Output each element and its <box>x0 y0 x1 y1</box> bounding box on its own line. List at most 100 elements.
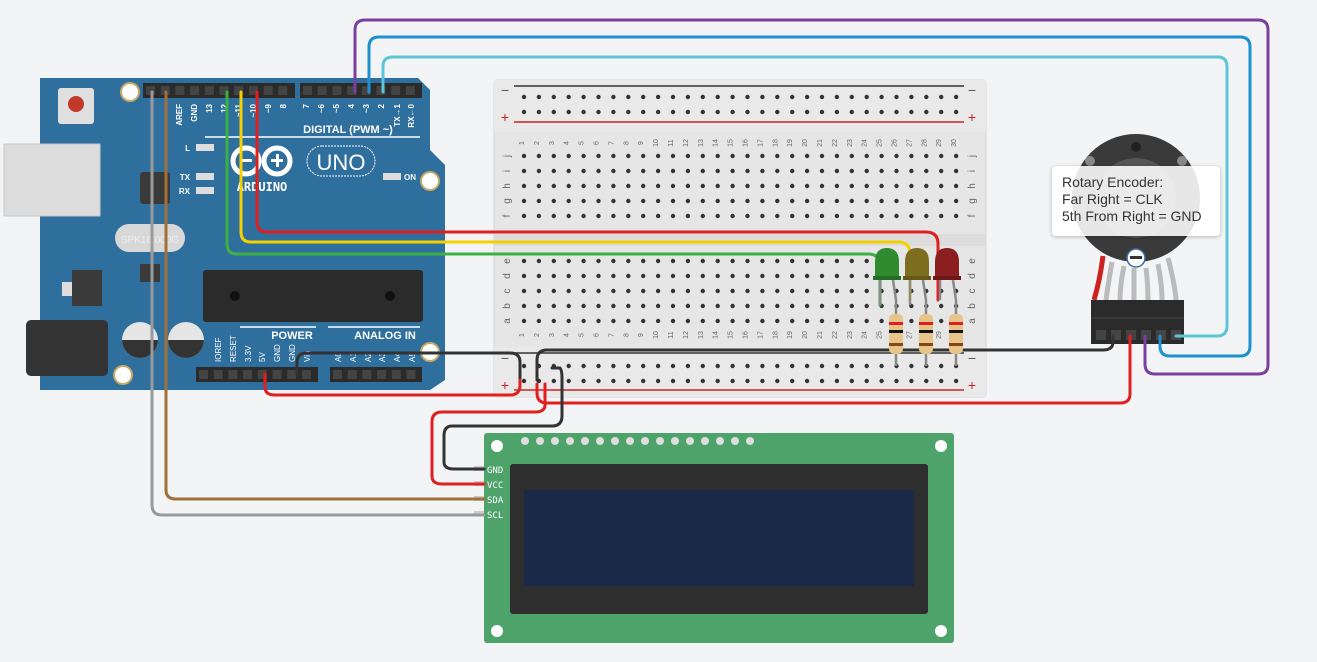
power-label: POWER <box>271 330 313 342</box>
column-label: 16 <box>743 331 750 339</box>
led-rx-label: RX <box>179 187 191 196</box>
wire-red-encoder-vcc[interactable] <box>535 334 1132 405</box>
row-label: i <box>502 170 513 172</box>
rail-label: − <box>968 82 976 98</box>
column-label: 28 <box>921 139 928 147</box>
pin-label: 12 <box>220 103 229 112</box>
wire-blue-pin3[interactable] <box>367 35 1252 358</box>
led-rx <box>196 187 214 194</box>
column-label: 29 <box>936 139 943 147</box>
red-led[interactable] <box>933 248 961 301</box>
pin-label: AREF <box>175 104 184 126</box>
column-label: 11 <box>668 139 675 146</box>
wire-black-lcd-gnd[interactable] <box>442 366 564 471</box>
pin-label: RX←0 <box>407 103 416 127</box>
wire-gray-scl[interactable] <box>150 90 486 517</box>
lcd-pin-sda: SDA <box>487 496 504 506</box>
column-label: 8 <box>623 333 630 337</box>
column-label: 7 <box>608 141 615 145</box>
wire-lightblue-pin2[interactable] <box>381 55 1229 338</box>
column-label: 10 <box>653 331 660 339</box>
wire-black-gnd-arduino[interactable] <box>295 351 522 382</box>
column-label: 17 <box>757 139 764 147</box>
row-label: f <box>502 214 513 217</box>
column-label: 5 <box>579 141 586 145</box>
wire-purple-pin4[interactable] <box>353 18 1270 376</box>
column-label: 24 <box>862 331 869 339</box>
encoder-connector[interactable] <box>1091 300 1184 344</box>
wire-red-5v[interactable] <box>263 372 522 397</box>
column-label: 3 <box>549 141 556 145</box>
column-label: 2 <box>534 333 541 337</box>
pin-label: 5V <box>258 352 267 362</box>
pin-label: GND <box>190 104 199 122</box>
wire-black-encoder-gnd[interactable] <box>535 334 1115 382</box>
column-label: 23 <box>847 331 854 339</box>
yellow-led[interactable] <box>903 248 931 305</box>
column-label: 30 <box>951 139 958 147</box>
row-label: f <box>967 214 978 217</box>
tooltip-line: Far Right = CLK <box>1062 191 1163 207</box>
arduino-logo-text: ARDUINO <box>237 180 288 194</box>
column-label: 19 <box>787 331 794 339</box>
pin-label: GND <box>273 344 282 362</box>
led-l-label: L <box>185 144 190 153</box>
column-label: 21 <box>817 331 824 339</box>
column-label: 16 <box>743 139 750 147</box>
column-label: 12 <box>683 331 690 339</box>
pin-label: ~10 <box>249 103 258 117</box>
column-label: 18 <box>772 331 779 339</box>
rail-label: + <box>501 377 509 393</box>
lcd-screen <box>524 490 914 586</box>
column-label: 3 <box>549 333 556 337</box>
row-label: h <box>967 183 978 189</box>
column-label: 18 <box>772 139 779 147</box>
lcd-pin-vcc: VCC <box>487 481 503 491</box>
wire-red-pin10[interactable] <box>255 90 940 302</box>
column-label: 26 <box>892 139 899 147</box>
wire-red-lcd-vcc[interactable] <box>430 382 547 486</box>
green-led[interactable] <box>873 248 901 305</box>
row-label: g <box>967 198 978 204</box>
wire-yellow-pin11[interactable] <box>239 90 912 302</box>
resistor[interactable] <box>889 300 903 366</box>
column-label: 27 <box>906 331 913 339</box>
pin-label: 7 <box>302 103 311 108</box>
led-tx <box>196 173 214 180</box>
row-label: a <box>967 318 978 324</box>
column-label: 13 <box>698 331 705 339</box>
lcd-pin-scl: SCL <box>487 511 503 521</box>
rail-label: + <box>501 109 509 125</box>
row-label: d <box>502 273 513 279</box>
row-label: i <box>967 170 978 172</box>
row-label: c <box>967 289 978 294</box>
resistor[interactable] <box>919 300 933 366</box>
row-label: b <box>967 303 978 309</box>
pin-label: ~3 <box>362 103 371 113</box>
usb-connector <box>3 143 101 217</box>
column-label: 22 <box>832 331 839 339</box>
uno-label: UNO <box>317 150 366 175</box>
row-label: a <box>502 318 513 324</box>
led-on <box>383 173 401 180</box>
led-tx-label: TX <box>180 173 191 182</box>
wire-brown-sda[interactable] <box>164 90 486 501</box>
led-l <box>196 144 214 151</box>
resistor[interactable] <box>949 300 963 366</box>
pin-label: RESET <box>229 335 238 362</box>
column-label: 25 <box>877 331 884 339</box>
pin-label: TX→1 <box>393 103 402 126</box>
column-label: 10 <box>653 139 660 147</box>
column-label: 17 <box>757 331 764 339</box>
lcd-pin-gnd: GND <box>487 466 503 476</box>
column-label: 22 <box>832 139 839 147</box>
column-label: 13 <box>698 139 705 147</box>
crystal-label: SPK16.000G <box>121 235 180 246</box>
lcd-i2c-module[interactable]: GND VCC SDA SCL <box>474 433 954 643</box>
digital-header-label: DIGITAL (PWM ~) <box>303 124 393 136</box>
tooltip-line: Rotary Encoder: <box>1062 174 1164 190</box>
row-label: c <box>502 289 513 294</box>
pin-label: 8 <box>279 103 288 108</box>
